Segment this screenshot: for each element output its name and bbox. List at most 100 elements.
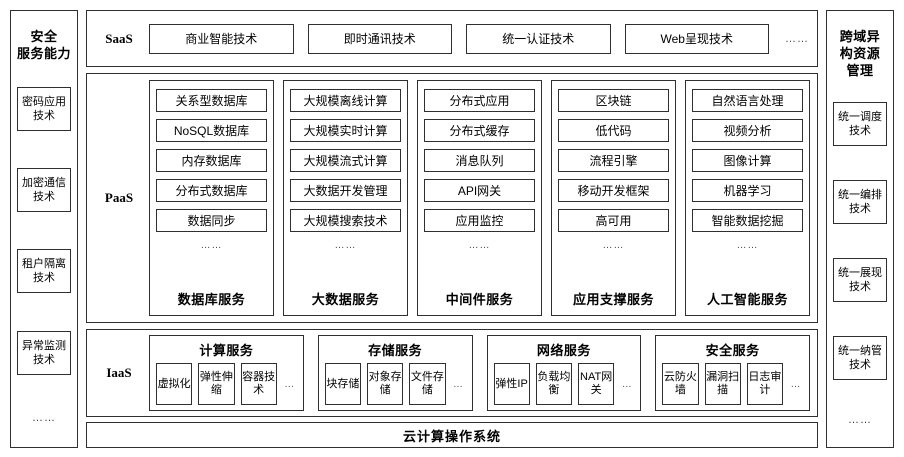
paas-column-middleware-service: 分布式应用 分布式缓存 消息队列 API网关 应用监控 …… 中间件服务 xyxy=(417,80,542,316)
paas-chip-1-4[interactable]: 大规模搜索技术 xyxy=(290,209,401,232)
iaas-chip-3-1[interactable]: 漏洞扫描 xyxy=(704,363,741,405)
right-pillar-ellipsis: …… xyxy=(848,414,872,426)
paas-chip-3-0[interactable]: 区块链 xyxy=(558,89,669,112)
iaas-layer: IaaS 计算服务 虚拟化 弹性伸缩 容器技术 … 存储服务 块存储 对象存储 xyxy=(86,329,818,417)
right-pillar-item-0[interactable]: 统一调度技术 xyxy=(833,102,887,146)
paas-chip-2-3[interactable]: API网关 xyxy=(424,179,535,202)
saas-item-1[interactable]: 即时通讯技术 xyxy=(307,23,452,54)
paas-chip-3-1[interactable]: 低代码 xyxy=(558,119,669,142)
paas-column-1-title: 大数据服务 xyxy=(311,292,380,307)
right-pillar-title: 跨域异 构资源 管理 xyxy=(840,28,881,79)
iaas-group-compute-service: 计算服务 虚拟化 弹性伸缩 容器技术 … xyxy=(149,335,304,411)
left-pillar-item-3[interactable]: 异常监测技术 xyxy=(17,330,71,375)
iaas-group-0-ellipsis: … xyxy=(284,378,296,390)
iaas-chip-3-2[interactable]: 日志审计 xyxy=(746,363,783,405)
iaas-chip-2-2[interactable]: NAT网关 xyxy=(578,363,615,405)
paas-column-4-title: 人工智能服务 xyxy=(706,292,788,307)
paas-chip-4-4[interactable]: 智能数据挖掘 xyxy=(692,209,803,232)
left-pillar-title: 安全 服务能力 xyxy=(17,28,71,62)
paas-chip-0-0[interactable]: 关系型数据库 xyxy=(156,89,267,112)
iaas-groups: 计算服务 虚拟化 弹性伸缩 容器技术 … 存储服务 块存储 对象存储 文件存储 … xyxy=(147,330,817,416)
paas-chip-2-2[interactable]: 消息队列 xyxy=(424,149,535,172)
center-stack: SaaS 商业智能技术 即时通讯技术 统一认证技术 Web呈现技术 …… Paa… xyxy=(86,10,818,448)
iaas-group-storage-service: 存储服务 块存储 对象存储 文件存储 … xyxy=(317,335,473,411)
paas-column-ai-service: 自然语言处理 视频分析 图像计算 机器学习 智能数据挖掘 …… 人工智能服务 xyxy=(685,80,810,316)
paas-chip-2-0[interactable]: 分布式应用 xyxy=(424,89,535,112)
paas-columns: 关系型数据库 NoSQL数据库 内存数据库 分布式数据库 数据同步 …… 数据库… xyxy=(147,74,817,322)
iaas-group-2-ellipsis: … xyxy=(621,378,633,390)
paas-chip-4-2[interactable]: 图像计算 xyxy=(692,149,803,172)
paas-layer-label: PaaS xyxy=(104,190,134,205)
right-pillar-items: 统一调度技术 统一编排技术 统一展现技术 统一纳管技术 …… xyxy=(827,79,893,447)
paas-column-2-title: 中间件服务 xyxy=(445,292,514,307)
left-pillar-security-service-capability: 安全 服务能力 密码应用技术 加密通信技术 租户隔离技术 异常监测技术 …… xyxy=(10,10,78,448)
right-pillar-item-3[interactable]: 统一纳管技术 xyxy=(833,336,887,380)
paas-chip-0-3[interactable]: 分布式数据库 xyxy=(156,179,267,202)
iaas-group-0-title: 计算服务 xyxy=(199,343,254,358)
iaas-group-2-title: 网络服务 xyxy=(536,343,591,358)
paas-column-database-service: 关系型数据库 NoSQL数据库 内存数据库 分布式数据库 数据同步 …… 数据库… xyxy=(149,80,274,316)
paas-chip-0-1[interactable]: NoSQL数据库 xyxy=(156,119,267,142)
paas-chip-2-1[interactable]: 分布式缓存 xyxy=(424,119,535,142)
iaas-group-security-service: 安全服务 云防火墙 漏洞扫描 日志审计 … xyxy=(655,335,810,411)
saas-item-2[interactable]: 统一认证技术 xyxy=(466,23,611,54)
right-pillar-title-line3: 管理 xyxy=(846,63,874,78)
paas-chip-2-4[interactable]: 应用监控 xyxy=(424,209,535,232)
iaas-chip-3-0[interactable]: 云防火墙 xyxy=(662,363,699,405)
iaas-chip-0-1[interactable]: 弹性伸缩 xyxy=(198,363,235,405)
iaas-chip-0-0[interactable]: 虚拟化 xyxy=(156,363,193,405)
paas-column-0-ellipsis: …… xyxy=(200,240,223,251)
iaas-chip-1-2[interactable]: 文件存储 xyxy=(409,363,446,405)
paas-column-1-ellipsis: …… xyxy=(334,240,357,251)
right-pillar-item-1[interactable]: 统一编排技术 xyxy=(833,180,887,224)
saas-layer-label: SaaS xyxy=(105,30,133,46)
paas-layer: PaaS 关系型数据库 NoSQL数据库 内存数据库 分布式数据库 数据同步 …… xyxy=(86,73,818,323)
iaas-group-1-title: 存储服务 xyxy=(368,343,423,358)
paas-chip-4-1[interactable]: 视频分析 xyxy=(692,119,803,142)
iaas-group-3-ellipsis: … xyxy=(790,378,802,390)
paas-chip-4-0[interactable]: 自然语言处理 xyxy=(692,89,803,112)
iaas-layer-label: IaaS xyxy=(106,365,132,380)
saas-item-3[interactable]: Web呈现技术 xyxy=(624,23,769,54)
paas-column-application-support-service: 区块链 低代码 流程引擎 移动开发框架 高可用 …… 应用支撑服务 xyxy=(551,80,676,316)
iaas-group-1-chips: 块存储 对象存储 文件存储 … xyxy=(324,363,466,405)
paas-chip-1-0[interactable]: 大规模离线计算 xyxy=(290,89,401,112)
paas-chip-3-2[interactable]: 流程引擎 xyxy=(558,149,669,172)
left-pillar-title-line1: 安全 xyxy=(30,29,58,44)
paas-column-3-ellipsis: …… xyxy=(602,240,625,251)
iaas-group-0-chips: 虚拟化 弹性伸缩 容器技术 … xyxy=(156,363,297,405)
left-pillar-title-line2: 服务能力 xyxy=(16,46,71,61)
left-pillar-item-2[interactable]: 租户隔离技术 xyxy=(17,249,71,294)
paas-chip-3-4[interactable]: 高可用 xyxy=(558,209,669,232)
paas-chip-0-4[interactable]: 数据同步 xyxy=(156,209,267,232)
paas-column-bigdata-service: 大规模离线计算 大规模实时计算 大规模流式计算 大数据开发管理 大规模搜索技术 … xyxy=(283,80,408,316)
paas-chip-0-2[interactable]: 内存数据库 xyxy=(156,149,267,172)
right-pillar-cross-domain-heterogeneous-resource-management: 跨域异 构资源 管理 统一调度技术 统一编排技术 统一展现技术 统一纳管技术 …… xyxy=(826,10,894,448)
right-pillar-title-line1: 跨域异 xyxy=(839,29,881,44)
iaas-chip-1-0[interactable]: 块存储 xyxy=(324,363,361,405)
paas-chip-3-3[interactable]: 移动开发框架 xyxy=(558,179,669,202)
paas-column-2-ellipsis: …… xyxy=(468,240,491,251)
iaas-chip-1-1[interactable]: 对象存储 xyxy=(367,363,404,405)
paas-chip-4-3[interactable]: 机器学习 xyxy=(692,179,803,202)
paas-column-0-title: 数据库服务 xyxy=(177,292,246,307)
paas-chip-1-2[interactable]: 大规模流式计算 xyxy=(290,149,401,172)
paas-column-3-title: 应用支撑服务 xyxy=(572,292,654,307)
left-pillar-ellipsis: …… xyxy=(32,412,56,425)
iaas-chip-0-2[interactable]: 容器技术 xyxy=(240,363,277,405)
saas-layer: SaaS 商业智能技术 即时通讯技术 统一认证技术 Web呈现技术 …… xyxy=(86,10,818,67)
left-pillar-item-0[interactable]: 密码应用技术 xyxy=(17,86,71,131)
iaas-chip-2-0[interactable]: 弹性IP xyxy=(493,363,530,405)
saas-item-0[interactable]: 商业智能技术 xyxy=(149,23,294,54)
saas-items: 商业智能技术 即时通讯技术 统一认证技术 Web呈现技术 …… xyxy=(147,23,817,54)
iaas-group-3-chips: 云防火墙 漏洞扫描 日志审计 … xyxy=(662,363,803,405)
iaas-group-3-title: 安全服务 xyxy=(705,343,760,358)
right-pillar-item-2[interactable]: 统一展现技术 xyxy=(833,258,887,302)
iaas-chip-2-1[interactable]: 负载均衡 xyxy=(535,363,572,405)
paas-chip-1-3[interactable]: 大数据开发管理 xyxy=(290,179,401,202)
paas-chip-1-1[interactable]: 大规模实时计算 xyxy=(290,119,401,142)
left-pillar-items: 密码应用技术 加密通信技术 租户隔离技术 异常监测技术 …… xyxy=(11,62,77,447)
left-pillar-item-1[interactable]: 加密通信技术 xyxy=(17,168,71,213)
right-pillar-title-line2: 构资源 xyxy=(839,46,881,61)
